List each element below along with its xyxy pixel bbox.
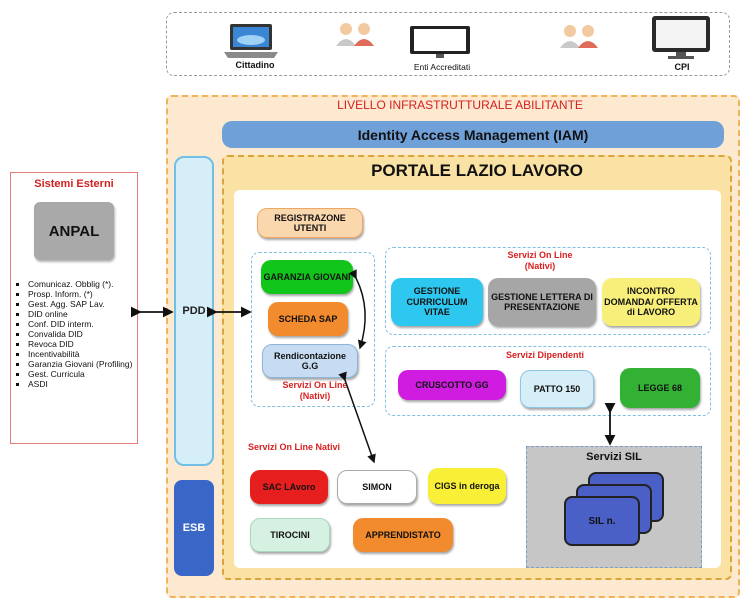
legge-box: LEGGE 68 <box>620 368 700 408</box>
servizi-online-nativi-right-label: Servizi On Line (Nativi) <box>507 250 573 271</box>
list-item: Comunicaz. Obblig (*). <box>28 279 134 289</box>
users-bar <box>166 12 730 76</box>
monitor-icon <box>410 26 470 58</box>
list-item: DID online <box>28 309 134 319</box>
servizi-online-left-group <box>251 252 375 407</box>
cigs-box: CIGS in deroga <box>428 468 506 504</box>
list-item: Convalida DID <box>28 329 134 339</box>
arrow-rendicontazione-simon <box>338 371 376 464</box>
cpi-label: CPI <box>674 62 690 72</box>
tirocini-box: TIROCINI <box>250 518 330 552</box>
esb-bar: ESB <box>174 480 214 576</box>
list-item: Prosp. Inform. (*) <box>28 289 134 299</box>
apprendistato-box: APPRENDISTATO <box>353 518 453 552</box>
sistemi-title: Sistemi Esterni <box>34 178 114 190</box>
list-item: Incentivabilità <box>28 349 134 359</box>
servizi-nativi-bottom-label: Servizi On Line Nativi <box>248 442 341 452</box>
list-item: Gest. Curricula <box>28 369 134 379</box>
enti-label: Enti Accreditati <box>413 62 471 72</box>
servizi-sil-label: Servizi SIL <box>586 451 642 463</box>
gestione-lettera-box: GESTIONE LETTERA DI PRESENTAZIONE <box>488 278 596 326</box>
sac-box: SAC LAvoro <box>250 470 328 504</box>
servizi-online-right-group <box>385 247 711 335</box>
list-item: Garanzia Giovani (Profiling) <box>28 359 134 369</box>
laptop-icon <box>224 24 278 58</box>
list-item: ASDI <box>28 379 134 389</box>
sistemi-list: Comunicaz. Obblig (*). Prosp. Inform. (*… <box>12 279 134 389</box>
cruscotto-box: CRUSCOTTO GG <box>398 370 506 400</box>
list-item: Revoca DID <box>28 339 134 349</box>
people-icon <box>336 23 374 46</box>
servizi-online-nativi-left-label: Servizi On Line (Nativi) <box>282 380 348 401</box>
cittadino-label: Cittadino <box>235 60 275 70</box>
servizi-dipendenti-label: Servizi Dipendenti <box>505 350 585 360</box>
level-title: LIVELLO INFRASTRUTTURALE ABILITANTE <box>337 98 583 112</box>
sil-n-box: SIL n. <box>564 496 640 546</box>
list-item: Conf. DID interm. <box>28 319 134 329</box>
simon-box: SIMON <box>337 470 417 504</box>
arrow-garanzia-rendicontazione <box>348 269 367 350</box>
list-item: Gest. Agg. SAP Lav. <box>28 299 134 309</box>
people-icon <box>560 25 598 48</box>
gestione-cv-box: GESTIONE CURRICULUM VITAE <box>391 278 483 326</box>
anpal-box: ANPAL <box>34 202 114 260</box>
garanzia-giovani-box: GARANZIA GIOVANI <box>261 260 353 294</box>
patto-box: PATTO 150 <box>520 370 594 408</box>
servizi-dipendenti-group <box>385 346 711 416</box>
portal-title: PORTALE LAZIO LAVORO <box>371 161 583 180</box>
scheda-sap-box: SCHEDA SAP <box>268 302 348 336</box>
incontro-box: INCONTRO DOMANDA/ OFFERTA di LAVORO <box>602 278 700 326</box>
iam-bar: Identity Access Management (IAM) <box>222 121 724 148</box>
desktop-icon <box>652 16 710 59</box>
registrazione-utenti-box: REGISTRAZONE UTENTI <box>257 208 363 238</box>
